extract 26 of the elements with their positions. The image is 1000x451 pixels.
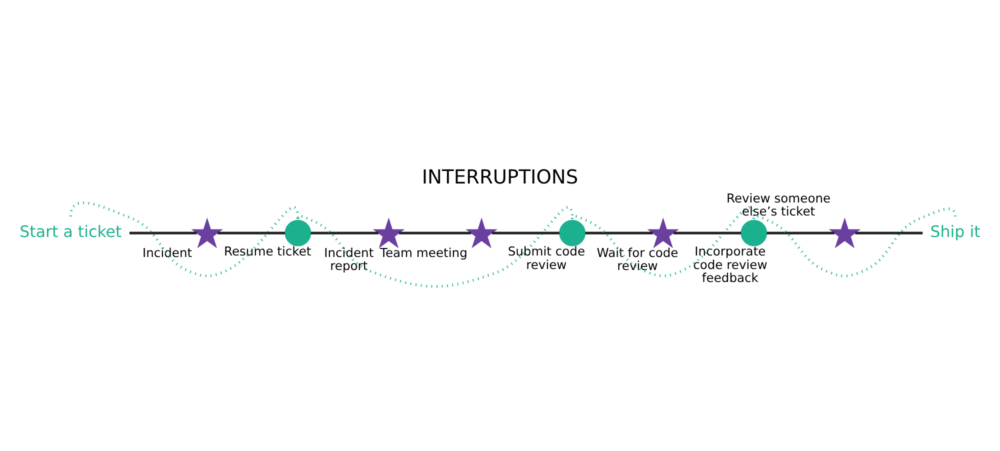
- connector: [492, 232, 560, 234]
- node-label: Submit code review: [508, 244, 586, 272]
- node-label: Review someone else’s ticket: [726, 191, 831, 219]
- node-label: Incident: [142, 246, 192, 260]
- node-label: Resume ticket: [224, 244, 312, 259]
- node-circle: [559, 220, 586, 246]
- node-label: Incident report: [324, 246, 374, 274]
- node-label: Incorporate code review feedback: [693, 244, 768, 285]
- connector: [129, 232, 197, 234]
- connector: [674, 232, 742, 234]
- connector: [585, 232, 653, 234]
- node-label: Team meeting: [380, 246, 468, 260]
- diagram-title: INTERRUPTIONS: [422, 165, 578, 188]
- connector: [310, 232, 378, 234]
- node-circle: [284, 220, 312, 246]
- connector: [855, 232, 923, 234]
- node-label: Wait for code review: [596, 246, 678, 274]
- node-circle: [740, 220, 768, 246]
- connector: [571, 206, 756, 278]
- node-text: Ship it: [930, 222, 980, 241]
- node-text: Start a ticket: [20, 222, 122, 241]
- connector: [752, 208, 957, 278]
- connector: [296, 206, 574, 288]
- connector: [766, 232, 834, 234]
- connector: [399, 232, 472, 234]
- connector: [218, 232, 286, 234]
